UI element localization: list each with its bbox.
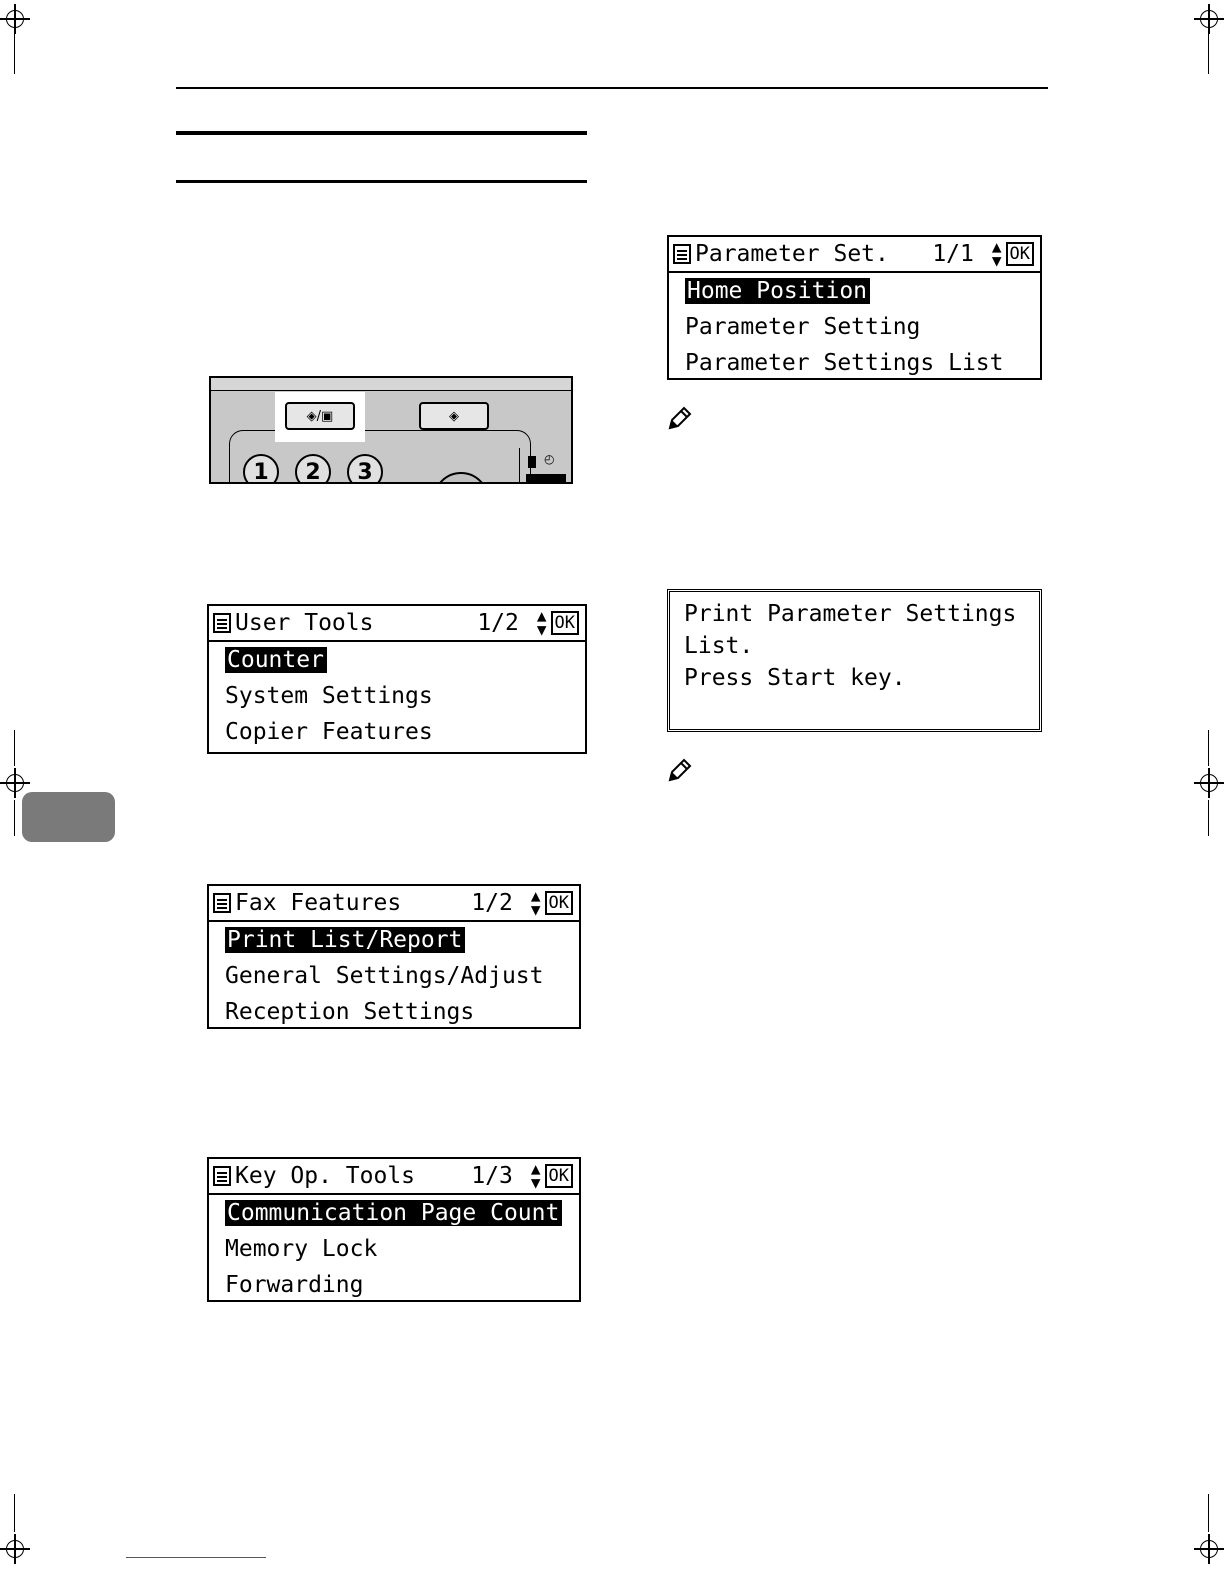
menu-item-label: Parameter Settings List — [685, 350, 1004, 376]
menu-item-selected[interactable]: Counter — [209, 642, 585, 678]
ok-button[interactable]: OK — [544, 1164, 573, 1188]
number-key-2[interactable]: 2 — [295, 454, 331, 482]
lcd-header: User Tools 1/2 ▲▼ OK — [209, 606, 585, 642]
section-rule-bottom — [176, 180, 587, 183]
menu-item-label: Print List/Report — [225, 927, 466, 953]
menu-item[interactable]: Memory Lock — [209, 1231, 579, 1267]
section-rule-top — [176, 131, 587, 135]
up-down-arrow-icon: ▲▼ — [530, 886, 541, 919]
lcd-fax-features: Fax Features 1/2 ▲▼ OK Print List/Report… — [207, 884, 581, 1029]
menu-item[interactable]: Forwarding — [209, 1267, 579, 1303]
lcd-user-tools: User Tools 1/2 ▲▼ OK Counter System Sett… — [207, 604, 587, 754]
crop-line — [14, 1494, 15, 1532]
chapter-tab — [22, 792, 115, 842]
menu-item-selected[interactable]: Communication Page Count — [209, 1195, 579, 1231]
clock-icon: ◴ — [544, 452, 555, 466]
indicator-area: ◴ — [519, 448, 571, 482]
control-panel-illustration: ◈/▣ ◈ 1 2 3 ◴ — [209, 376, 573, 484]
menu-item-label: Forwarding — [225, 1272, 364, 1298]
lcd-title: User Tools — [235, 610, 374, 636]
user-tools-counter-key[interactable]: ◈/▣ — [285, 402, 355, 430]
menu-item-label: System Settings — [225, 683, 433, 709]
registration-mark-top-right — [1194, 4, 1224, 34]
lcd-header: Key Op. Tools 1/3 ▲▼ OK — [209, 1159, 579, 1195]
menu-icon — [673, 244, 691, 264]
menu-icon — [213, 1166, 231, 1186]
lcd-page-indicator: 1/2 — [477, 610, 519, 636]
pencil-note-icon — [668, 758, 692, 782]
panel-top-strip — [211, 378, 571, 391]
menu-item-label: General Settings/Adjust — [225, 963, 544, 989]
crop-line — [14, 730, 15, 766]
crop-line — [14, 34, 15, 74]
registration-mark-middle-right — [1194, 768, 1224, 798]
header-rule — [176, 87, 1048, 89]
menu-item[interactable]: Copier Features — [209, 714, 585, 750]
menu-item-selected[interactable]: Home Position — [669, 273, 1040, 309]
check-modes-key[interactable]: ◈ — [419, 402, 489, 430]
menu-item[interactable]: Parameter Settings List — [669, 345, 1040, 381]
menu-item-label: Memory Lock — [225, 1236, 378, 1262]
registration-mark-bottom-right — [1194, 1534, 1224, 1564]
lcd-page-indicator: 1/3 — [471, 1163, 513, 1189]
up-down-arrow-icon: ▲▼ — [530, 1159, 541, 1192]
lcd-page-indicator: 1/2 — [471, 890, 513, 916]
footer-link-underline — [126, 1557, 266, 1558]
crop-line — [1208, 730, 1209, 766]
menu-item[interactable]: System Settings — [209, 678, 585, 714]
lcd-title: Parameter Set. — [695, 241, 889, 267]
menu-item[interactable]: Parameter Setting — [669, 309, 1040, 345]
menu-item-label: Communication Page Count — [225, 1200, 563, 1226]
message-line: List. — [684, 633, 754, 659]
power-indicator — [526, 474, 566, 482]
user-tools-counter-key-icon: ◈/▣ — [306, 408, 334, 424]
crop-line — [1208, 800, 1209, 836]
registration-mark-bottom-left — [0, 1534, 30, 1564]
pencil-note-icon — [668, 406, 692, 430]
menu-item-label: Home Position — [685, 278, 871, 304]
message-line: Print Parameter Settings — [684, 601, 1017, 627]
message-line: Press Start key. — [684, 665, 906, 691]
ok-button[interactable]: OK — [550, 611, 579, 635]
menu-item-label: Reception Settings — [225, 999, 475, 1025]
indicator-lamp — [528, 456, 536, 468]
up-down-arrow-icon: ▲▼ — [991, 237, 1002, 270]
menu-item-label: Copier Features — [225, 719, 433, 745]
ok-button[interactable]: OK — [544, 891, 573, 915]
lcd-page-indicator: 1/1 — [932, 241, 974, 267]
registration-mark-middle-left — [0, 768, 30, 798]
lcd-header: Fax Features 1/2 ▲▼ OK — [209, 886, 579, 922]
number-key-3[interactable]: 3 — [347, 454, 383, 482]
crop-line — [1208, 34, 1209, 74]
lcd-header: Parameter Set. 1/1 ▲▼ OK — [669, 237, 1040, 273]
menu-icon — [213, 613, 231, 633]
menu-icon — [213, 893, 231, 913]
menu-item[interactable]: General Settings/Adjust — [209, 958, 579, 994]
menu-item-selected[interactable]: Print List/Report — [209, 922, 579, 958]
menu-item[interactable]: Reception Settings — [209, 994, 579, 1030]
check-modes-key-icon: ◈ — [449, 408, 459, 424]
lcd-parameter-set: Parameter Set. 1/1 ▲▼ OK Home Position P… — [667, 235, 1042, 380]
lcd-print-message: Print Parameter Settings List. Press Sta… — [667, 589, 1042, 732]
registration-mark-top-left — [0, 4, 30, 34]
up-down-arrow-icon: ▲▼ — [536, 606, 547, 639]
lcd-title: Fax Features — [235, 890, 402, 916]
crop-line — [1208, 1494, 1209, 1532]
menu-item-label: Parameter Setting — [685, 314, 921, 340]
ok-button[interactable]: OK — [1005, 242, 1034, 266]
number-key-1[interactable]: 1 — [243, 454, 279, 482]
crop-line — [14, 800, 15, 836]
lcd-title: Key Op. Tools — [235, 1163, 416, 1189]
menu-item-label: Counter — [225, 647, 327, 673]
lcd-key-op-tools: Key Op. Tools 1/3 ▲▼ OK Communication Pa… — [207, 1157, 581, 1302]
